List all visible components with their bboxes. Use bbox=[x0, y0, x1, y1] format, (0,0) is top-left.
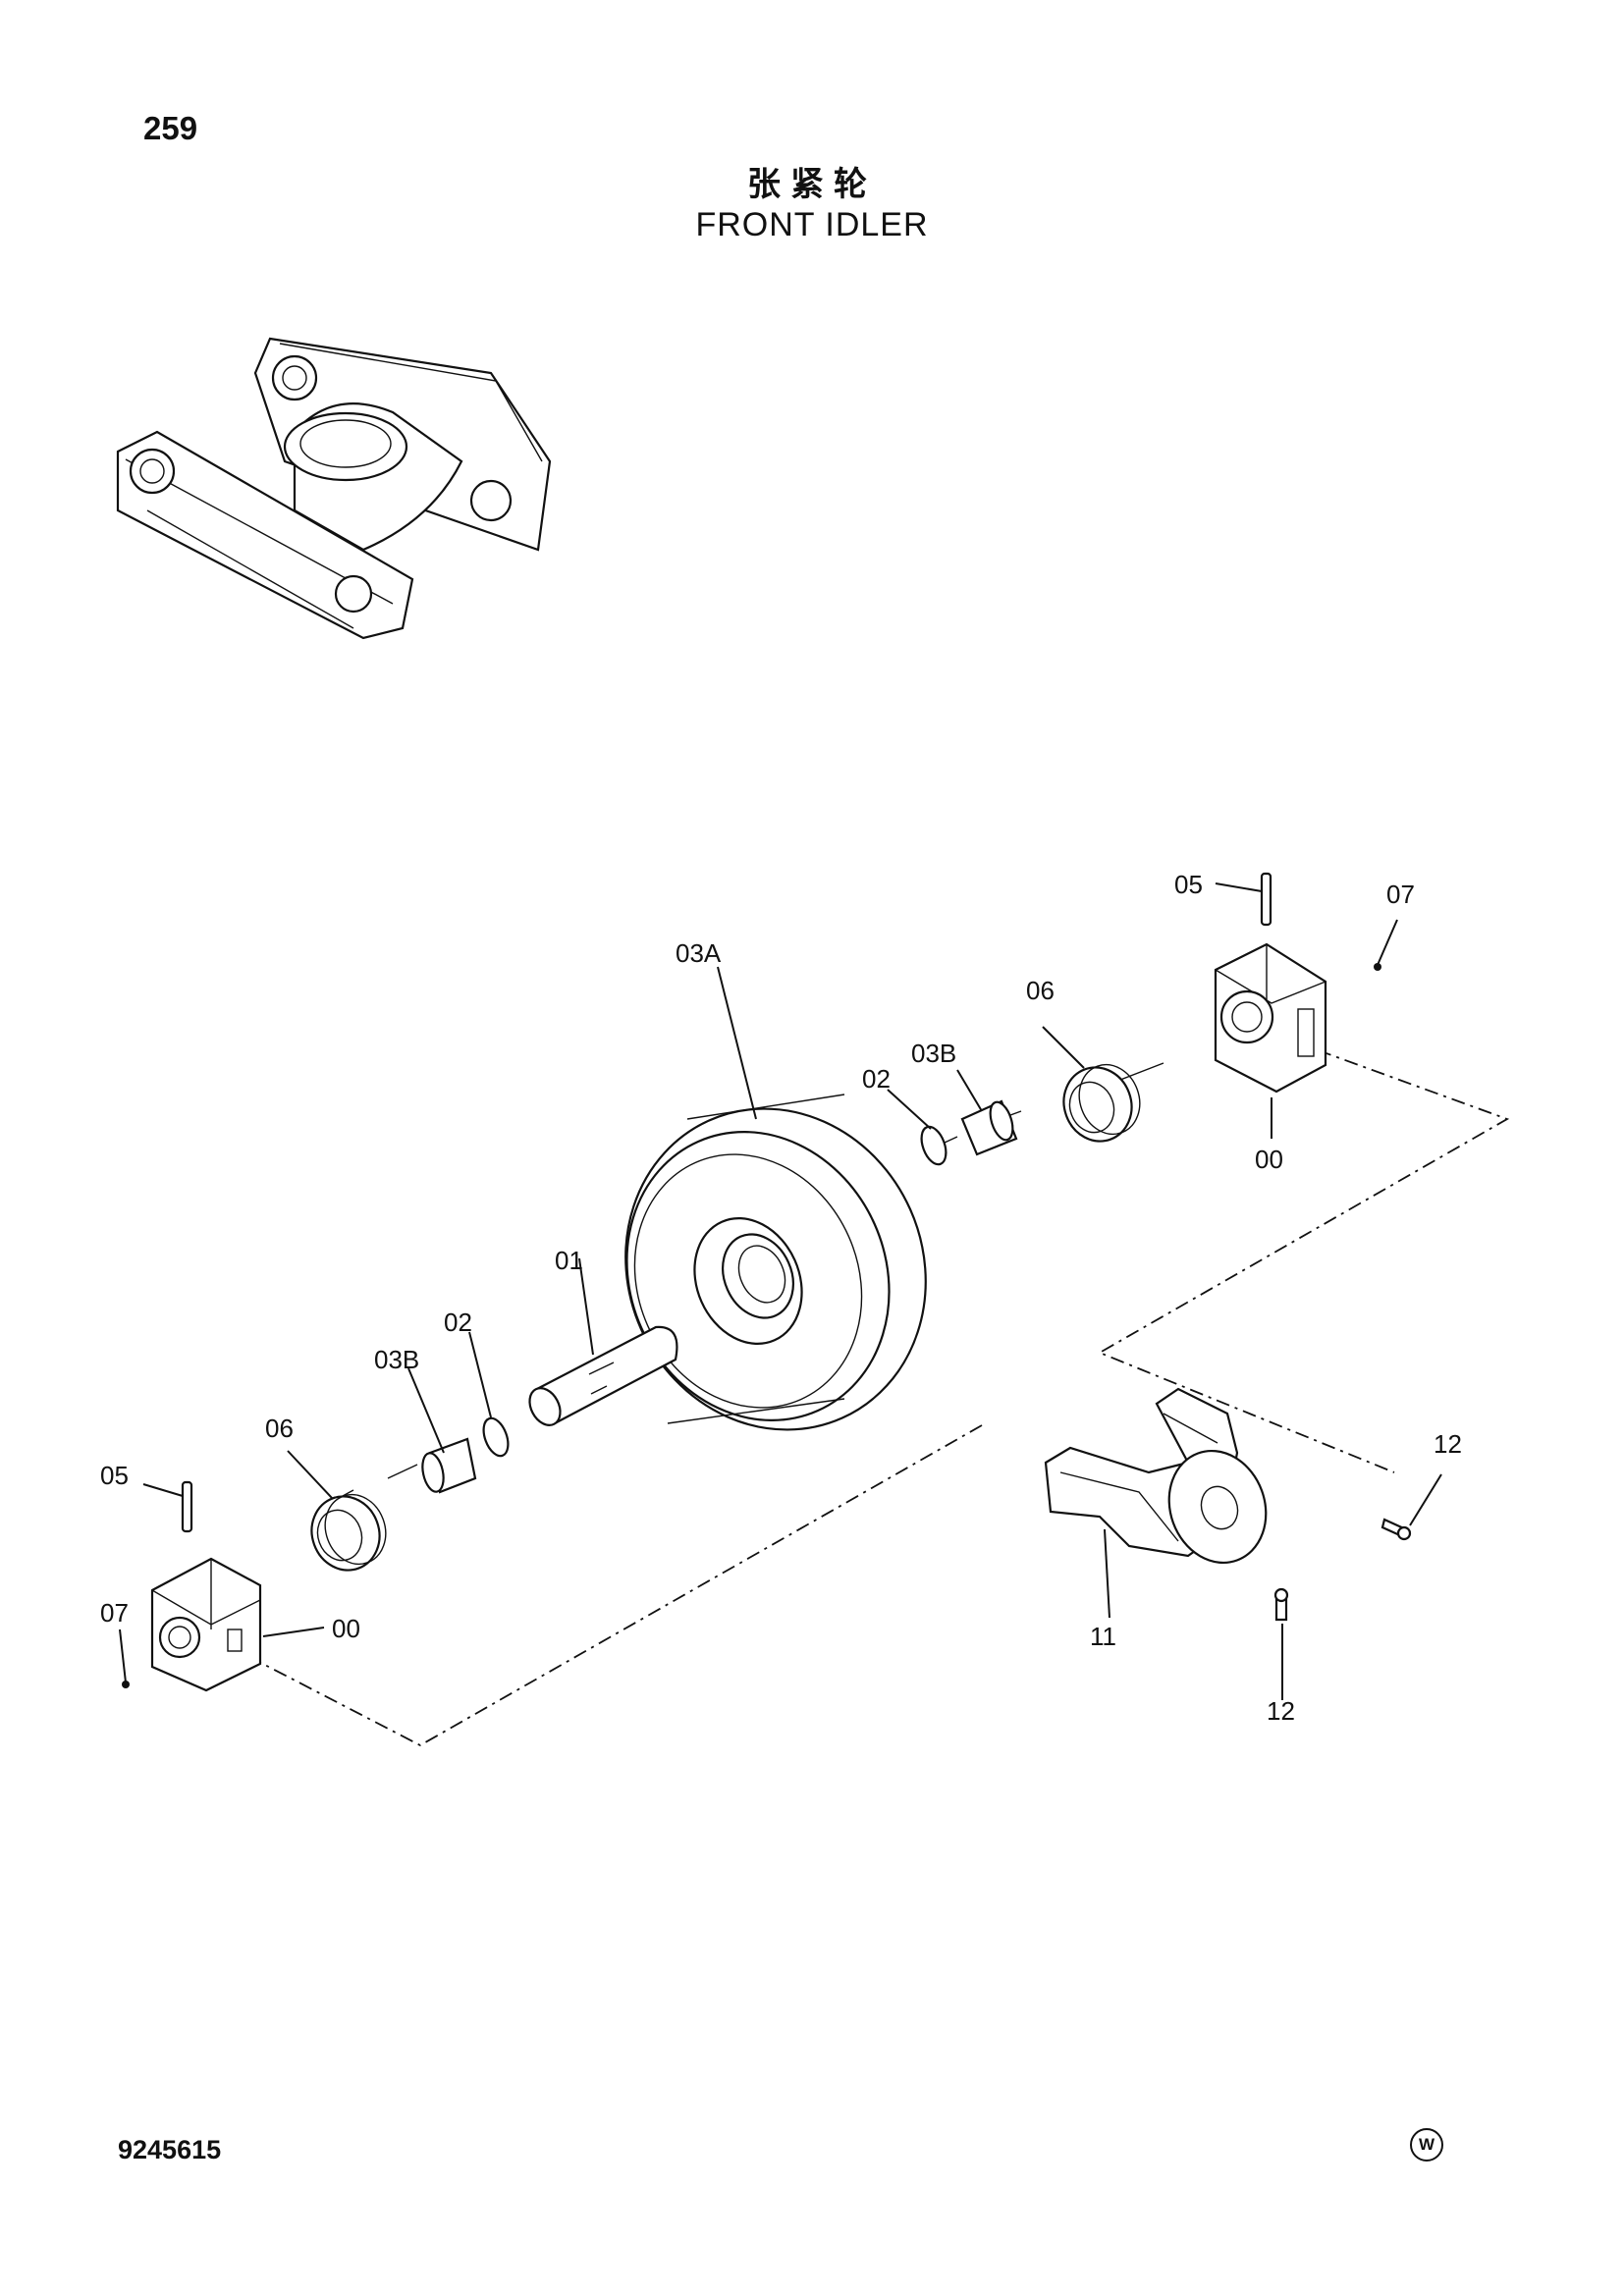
right-o-ring bbox=[920, 1125, 947, 1166]
right-bearing-block bbox=[1214, 942, 1327, 1094]
yoke bbox=[1044, 1387, 1268, 1565]
right-bushing bbox=[960, 1099, 1018, 1156]
label-bearing-left: 00 bbox=[332, 1614, 360, 1643]
label-bearing-right: 00 bbox=[1255, 1145, 1283, 1174]
right-plug bbox=[1374, 963, 1381, 971]
left-bushing bbox=[421, 1437, 477, 1494]
callout-labels: 03A 01 02 03B 06 05 07 00 05 07 00 06 03… bbox=[100, 870, 1462, 1726]
assembly-centerlines bbox=[256, 1040, 1510, 1747]
label-o-ring-left: 02 bbox=[444, 1308, 472, 1337]
label-bolt-lower: 12 bbox=[1267, 1696, 1295, 1726]
shaft bbox=[528, 1325, 678, 1426]
idler-wheel bbox=[624, 1094, 927, 1431]
left-o-ring bbox=[482, 1416, 510, 1458]
label-pin-left: 05 bbox=[100, 1461, 129, 1490]
right-pin bbox=[1260, 872, 1272, 927]
label-bushing-right: 03B bbox=[911, 1039, 956, 1068]
label-plug-right: 07 bbox=[1386, 880, 1415, 909]
label-o-ring-right: 02 bbox=[862, 1064, 891, 1094]
undercarriage-overview bbox=[116, 337, 552, 640]
left-floating-seal bbox=[310, 1493, 387, 1572]
page-number: 259 bbox=[143, 110, 198, 146]
leader-lines bbox=[119, 882, 1442, 1700]
label-shaft: 01 bbox=[555, 1246, 583, 1275]
label-yoke: 11 bbox=[1090, 1622, 1116, 1651]
corner-mark: W bbox=[1410, 2128, 1443, 2162]
label-bushing-left: 03B bbox=[374, 1345, 419, 1374]
left-plug bbox=[122, 1681, 130, 1688]
label-seal-left: 06 bbox=[265, 1414, 294, 1443]
left-bearing-block bbox=[150, 1557, 262, 1692]
label-plug-left: 07 bbox=[100, 1598, 129, 1628]
title-english: FRONT IDLER bbox=[695, 206, 929, 243]
label-bolt-upper: 12 bbox=[1434, 1429, 1462, 1459]
label-seal-right: 06 bbox=[1026, 976, 1055, 1005]
left-pin bbox=[181, 1480, 193, 1533]
label-pin-right: 05 bbox=[1174, 870, 1203, 899]
bolt-upper bbox=[1380, 1518, 1412, 1541]
right-floating-seal bbox=[1062, 1063, 1141, 1143]
bolt-lower bbox=[1273, 1587, 1289, 1622]
document-number: 9245615 bbox=[118, 2135, 222, 2164]
label-idler-wheel: 03A bbox=[676, 938, 722, 968]
title-chinese: 张紧轮 bbox=[747, 165, 877, 204]
